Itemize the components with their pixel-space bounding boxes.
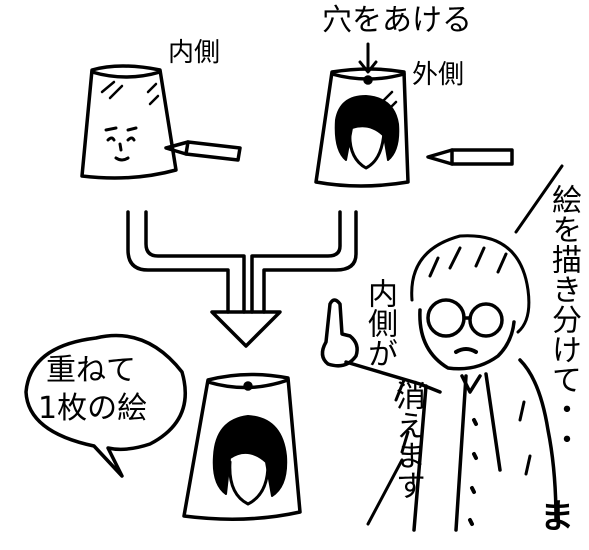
merge-arrow-left-outer [126, 210, 230, 314]
inner-face [104, 126, 138, 162]
inner-cup-shine [100, 80, 124, 100]
narration-slash-top [514, 164, 564, 234]
professor-hand [320, 298, 359, 368]
inner-pen-tip [164, 140, 190, 156]
combined-face-outline [228, 460, 270, 506]
inner-pen-body [184, 140, 242, 162]
combined-cup-drawing [182, 372, 302, 521]
outer-face-hair [334, 95, 400, 161]
outer-pen-body [450, 148, 514, 166]
combined-cup-body [182, 372, 302, 521]
merge-arrow-right-outer [262, 210, 358, 314]
professor-glasses-left [426, 298, 466, 338]
merge-arrow-head [210, 310, 282, 348]
outer-cup-shine [378, 90, 398, 116]
inner-pen-drawing [164, 140, 242, 162]
professor-face [418, 308, 516, 371]
artist-signature: ま [540, 497, 574, 537]
bubble-line-1: 重ねて [46, 353, 136, 388]
inner-cup-shine-right [146, 82, 160, 106]
narration-slash-bottom [366, 458, 404, 526]
professor-glasses-right [468, 302, 504, 338]
draw-separately-text: 絵を描き分けて・・ [546, 184, 581, 454]
professor-sleeve-lines [394, 378, 532, 476]
outer-cup-drawing [314, 42, 410, 188]
outer-label: 外側 [412, 60, 465, 90]
professor-hair [410, 234, 531, 334]
professor-coat [412, 358, 558, 532]
hole-dot [363, 75, 373, 85]
professor-arm [344, 360, 442, 394]
combined-hole-dot [243, 381, 253, 391]
professor-tie [460, 374, 482, 394]
professor-moustache [454, 347, 478, 354]
merge-arrow-left-inner [144, 210, 246, 314]
inner-cup-body [80, 64, 178, 180]
make-hole-label: 穴をあける [322, 3, 472, 38]
combined-face-hair [212, 415, 288, 497]
inner-cup-rim [90, 70, 162, 79]
bubble-line-2: 1枚の絵 [38, 391, 148, 426]
outer-pen-drawing [426, 148, 514, 166]
inner-cup-drawing [80, 64, 178, 180]
inner-disappears-text-b: 消えます [390, 380, 425, 500]
professor-figure [320, 234, 558, 532]
hole-arrow [358, 42, 378, 74]
inner-label: 内側 [168, 38, 221, 68]
merge-arrow-right-inner [250, 210, 342, 314]
outer-pen-tip [426, 148, 454, 166]
inner-disappears-text-a: 内側が [362, 278, 397, 368]
outer-face-outline [348, 128, 386, 170]
merge-arrows [126, 210, 358, 348]
professor-coat-buttons [468, 418, 478, 526]
speech-bubble [24, 333, 187, 478]
outer-cup-body [314, 67, 410, 188]
